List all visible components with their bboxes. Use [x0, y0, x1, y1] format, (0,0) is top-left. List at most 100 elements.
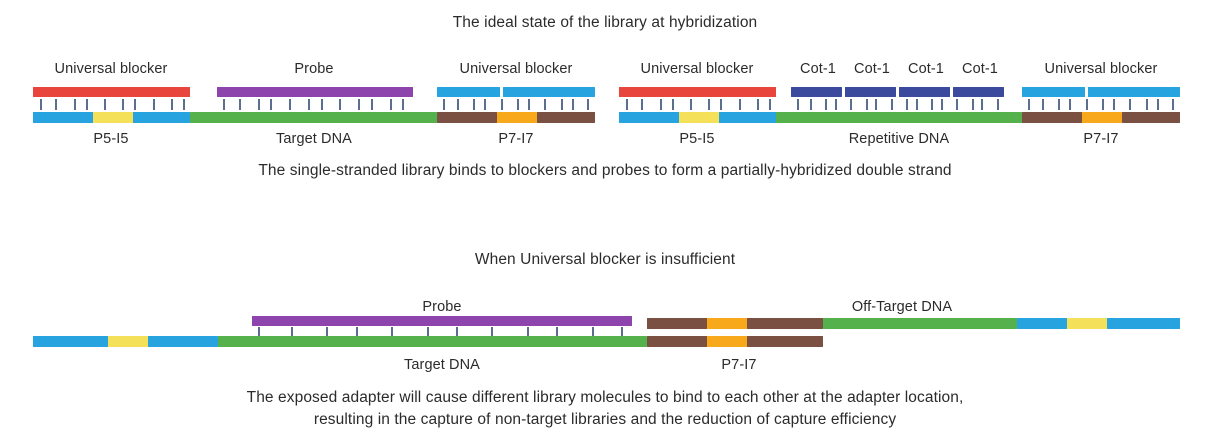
strand-i5-right: [679, 112, 719, 123]
hybridization-tick: [456, 99, 459, 110]
hybridization-tick: [956, 99, 959, 110]
strand-p7b-left: [537, 112, 595, 123]
hybridization-tick: [544, 99, 547, 110]
hybridization-tick: [720, 99, 723, 110]
hybridization-tick: [152, 99, 155, 110]
hybridization-tick: [971, 99, 974, 110]
hybridization-tick: [1172, 99, 1174, 110]
lower-i7: [707, 336, 747, 347]
label-cot-1: Cot-1: [854, 61, 890, 77]
lower-target-dna: [218, 336, 647, 347]
panel-insufficient-blocker-title: When Universal blocker is insufficient: [474, 251, 736, 268]
strand-p7-left: [437, 112, 497, 123]
hybridization-tick: [85, 99, 88, 110]
label-cot-1: Cot-1: [908, 61, 944, 77]
hybridization-tick: [621, 327, 624, 338]
hybridization-tick: [981, 99, 984, 110]
hybridization-tick: [484, 99, 486, 110]
strand-p7b-right: [1122, 112, 1180, 123]
universal-blocker-p5i5-right: [619, 87, 776, 97]
strand-i7-right: [1082, 112, 1122, 123]
universal-blocker-p5i5-left: [33, 87, 190, 97]
hybridization-tick: [915, 99, 918, 110]
lower-p5-b: [148, 336, 218, 347]
label-probe: Probe: [422, 299, 462, 315]
hybridization-tick: [270, 99, 273, 110]
hybridization-tick: [931, 99, 934, 110]
label-p5-i5: P5-I5: [679, 131, 715, 147]
hybridization-tick: [257, 99, 260, 110]
strand-p5-right: [619, 112, 679, 123]
hybridization-tick: [223, 99, 225, 110]
universal-blocker-p7i7-left-a: [437, 87, 500, 97]
hybridization-tick: [850, 99, 853, 110]
hybridization-tick: [517, 99, 520, 110]
hybridization-tick: [55, 99, 58, 110]
upper-i7: [707, 318, 747, 329]
label-p5-i5: P5-I5: [93, 131, 129, 147]
panel-ideal-state-title: The ideal state of the library at hybrid…: [452, 14, 758, 31]
hybridization-tick: [326, 327, 329, 338]
hybridization-tick: [809, 99, 812, 110]
hybridization-tick: [708, 99, 711, 110]
strand-target-dna: [190, 112, 437, 123]
hybridization-tick: [355, 327, 358, 338]
lower-p5-a: [33, 336, 108, 347]
ticks-probe-right-panel: [258, 327, 626, 338]
hybridization-tick: [455, 327, 458, 338]
universal-blocker-p7i7-right-a: [1022, 87, 1085, 97]
upper-p5-b: [1107, 318, 1180, 329]
hybridization-tick: [370, 99, 373, 110]
panel-insufficient-blocker-caption-line2: resulting in the capture of non-target l…: [313, 411, 897, 428]
hybridization-tick: [1145, 99, 1148, 110]
hybridization-tick: [626, 99, 628, 110]
strand-p5b-left: [133, 112, 190, 123]
strand-i5-left: [93, 112, 133, 123]
hybridization-tick: [122, 99, 125, 110]
hybridization-tick: [1041, 99, 1044, 110]
hybridization-tick: [500, 99, 503, 110]
hybridization-tick: [1129, 99, 1132, 110]
panel-ideal-state-caption: The single-stranded library binds to blo…: [258, 162, 952, 179]
hybridization-tick: [890, 99, 893, 110]
hybridization-tick: [690, 99, 692, 110]
hybridization-tick: [560, 99, 563, 110]
hybridization-tick: [391, 327, 394, 338]
label-p7-i7: P7-I7: [498, 131, 534, 147]
hybridization-tick: [1102, 99, 1105, 110]
hybridization-tick: [104, 99, 106, 110]
hybridization-tick: [527, 99, 530, 110]
strand-p5b-right: [719, 112, 776, 123]
strand-repetitive-dna: [776, 112, 1022, 123]
hybridization-tick: [40, 99, 42, 110]
hybridization-tick: [591, 327, 594, 338]
hybridization-tick: [641, 99, 644, 110]
label-universal-blocker: Universal blocker: [459, 61, 573, 77]
label-repetitive-dna: Repetitive DNA: [848, 131, 950, 147]
hybridization-tick: [289, 99, 292, 110]
hybridization-tick: [358, 99, 361, 110]
hybridization-tick: [756, 99, 759, 110]
panel-insufficient-blocker-caption-line1: The exposed adapter will cause different…: [246, 389, 964, 406]
cot1-bar-1: [791, 87, 842, 97]
hybridization-tick: [307, 99, 310, 110]
hybridization-tick: [402, 99, 405, 110]
hybridization-tick: [1156, 99, 1159, 110]
hybridization-tick: [258, 327, 260, 338]
hybridization-tick: [571, 99, 574, 110]
hybridization-tick: [997, 99, 999, 110]
hybridization-tick: [290, 327, 293, 338]
hybridization-tick: [875, 99, 878, 110]
universal-blocker-p7i7-left-b: [503, 87, 595, 97]
cot1-bar-3: [899, 87, 950, 97]
hybridization-tick: [659, 99, 662, 110]
label-probe: Probe: [294, 61, 334, 77]
hybridization-tick: [443, 99, 445, 110]
hybridization-tick: [906, 99, 909, 110]
hybridization-tick: [671, 99, 674, 110]
hybridization-tick: [825, 99, 828, 110]
probe-left: [217, 87, 413, 97]
label-cot-1: Cot-1: [962, 61, 998, 77]
hybridization-tick: [134, 99, 137, 110]
